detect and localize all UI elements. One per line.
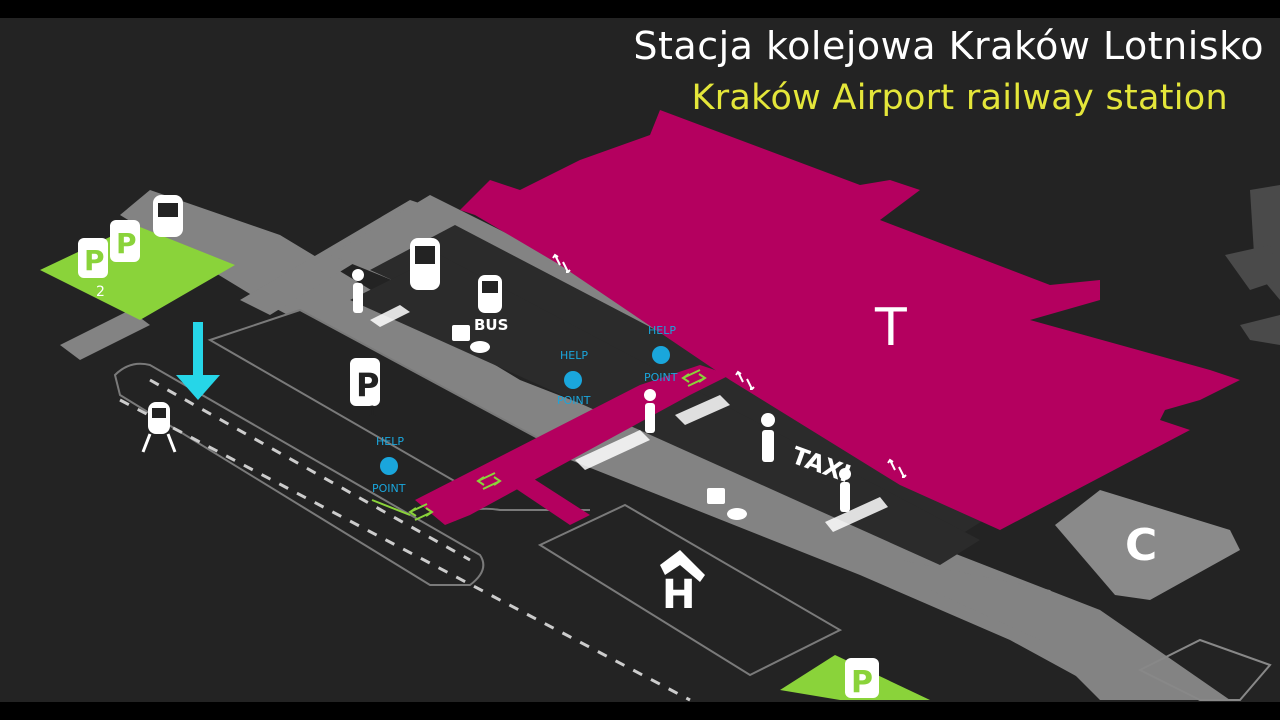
letterbox-top — [0, 0, 1280, 18]
parking-2-number: 2 — [96, 284, 105, 300]
parking-1-label: P — [356, 366, 379, 404]
transfer-arrow-icon — [371, 369, 707, 521]
parking-1-number: 1 — [368, 404, 377, 420]
letterbox-bottom — [0, 702, 1280, 720]
help-point-3-bottom: POINT — [372, 482, 406, 495]
help-point-2-top: HELP — [560, 349, 588, 362]
car-park-c-label: C — [1125, 520, 1157, 571]
parking-bottom-label: P — [851, 665, 873, 700]
help-point-2-bottom: POINT — [557, 394, 591, 407]
parking-icon — [78, 220, 879, 698]
down-arrow-icon — [176, 322, 220, 400]
help-point-icon — [380, 346, 670, 475]
hotel-area — [537, 503, 843, 677]
car-rental-icon — [452, 325, 747, 520]
parking-2-label: P — [84, 244, 105, 277]
pedestrian-crossings — [370, 305, 888, 532]
help-point-1-top: HELP — [648, 324, 676, 337]
bus-label: BUS — [474, 316, 508, 334]
help-point-3-top: HELP — [376, 435, 404, 448]
svg-text:H: H — [662, 572, 695, 618]
title-english: Kraków Airport railway station — [691, 78, 1228, 118]
escalator-icon — [552, 253, 907, 478]
walking-person-icon — [352, 269, 851, 512]
help-point-1-bottom: POINT — [644, 371, 678, 384]
bus-icon — [153, 195, 502, 313]
terminal-label: T — [874, 298, 907, 358]
train-icon — [141, 402, 177, 453]
hotel-icon: H — [660, 550, 705, 618]
railway-tracks — [113, 362, 691, 702]
car-park-c — [1055, 490, 1272, 701]
title-polish: Stacja kolejowa Kraków Lotnisko — [633, 24, 1264, 68]
parking-3-label: P — [116, 227, 137, 260]
